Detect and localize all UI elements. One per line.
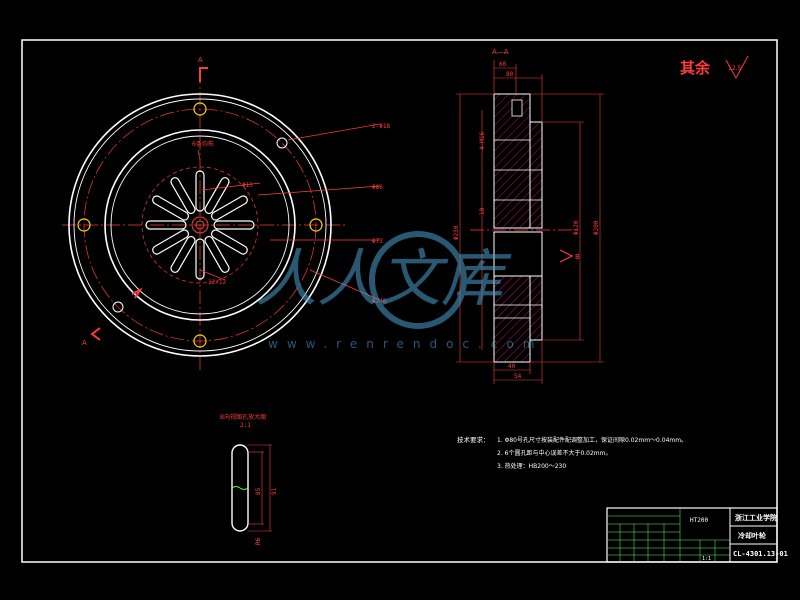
dim-top2: 80 <box>506 71 514 78</box>
callout-center-slots: 6条均布 <box>192 140 214 148</box>
center-pilot <box>195 220 205 230</box>
section-arrow-top <box>199 67 208 82</box>
hub-inner-circle <box>110 135 290 315</box>
inner-hidden-circle <box>141 166 259 284</box>
radial-slot <box>170 177 196 215</box>
finish-note-label: 其余 <box>680 59 711 77</box>
title-block: HT200 浙江工业学院 冷却叶轮 CL-4301.13-01 1:1 <box>606 507 788 563</box>
break-line <box>231 486 249 490</box>
bolt-holes <box>77 102 323 348</box>
dim-outer: Φ200 <box>593 220 600 235</box>
surface-finish-symbol: 12.5 <box>725 55 749 80</box>
title-block-grid <box>607 508 730 562</box>
side-view: A—A <box>453 48 604 384</box>
detail-view: B向视图孔放大图 2:1 85 91 R6 <box>220 413 278 545</box>
callout-dia15: Φ15 <box>242 182 253 189</box>
finish-symbol-value: 12.5 <box>728 65 742 72</box>
title-block-main-lines <box>729 508 777 562</box>
dim-v2: 10 <box>479 207 486 215</box>
dowel-hole <box>276 137 288 149</box>
radial-slot <box>152 229 190 255</box>
dim-v1: 4-M16 <box>479 132 486 150</box>
drawing-number-cell: CL-4301.13-01 <box>733 550 788 558</box>
callout-dia73: Φ73 <box>372 238 383 245</box>
detail-dim2: 91 <box>271 487 278 495</box>
radial-slot <box>152 195 190 221</box>
bolt-hole <box>77 218 91 232</box>
detail-title: B向视图孔放大图 <box>220 413 266 421</box>
section-label-left: A <box>82 339 87 347</box>
section-label-top: A <box>198 56 203 64</box>
callout-slot-size: 12×12 <box>208 279 226 286</box>
side-view-edges <box>494 139 542 319</box>
section-arrow-left <box>90 327 101 341</box>
detail-scale: 2:1 <box>240 422 251 429</box>
material-cell: HT200 <box>690 517 708 524</box>
dim-bore: Φ120 <box>573 220 580 235</box>
bolt-circle <box>83 108 317 342</box>
bolt-hole <box>193 334 207 348</box>
radial-slot <box>195 238 205 280</box>
watermark: 人人文库 www.renrendoc.com <box>255 231 543 351</box>
center-bore <box>191 216 209 234</box>
detail-dimension-lines <box>248 444 272 532</box>
notes-heading: 技术要求： <box>457 435 490 444</box>
leader-lines <box>197 123 381 301</box>
radial-slot <box>145 220 187 230</box>
watermark-ring <box>369 231 467 329</box>
section-title: A—A <box>492 48 509 56</box>
radial-slot <box>170 235 196 273</box>
note-line: 2. 6个圆孔距与中心误差不大于0.02mm。 <box>497 449 612 457</box>
hub-section-upper <box>529 121 543 229</box>
technical-notes: 技术要求： 1. Φ80号孔尺寸按装配件配调整加工，保证间隙0.02mm～0.0… <box>457 435 687 470</box>
watermark-url: www.renrendoc.com <box>268 337 543 351</box>
detail-dim1: 85 <box>255 487 262 495</box>
front-view: A A 2-Φ18 6条均布 Φ15 Φ86 Φ73 Φ248 12×12 <box>62 56 390 370</box>
dim-top1: 60 <box>499 61 507 68</box>
side-dimension-lines <box>456 60 604 384</box>
note-line: 1. Φ80号孔尺寸按装配件配调整加工，保证间隙0.02mm～0.04mm。 <box>497 436 687 444</box>
dim-bottom1: 40 <box>508 363 516 370</box>
radial-slot <box>210 195 248 221</box>
drawing-border <box>21 39 778 563</box>
part-name-cell: 冷却叶轮 <box>738 531 766 540</box>
hub-outer-circle <box>104 129 296 321</box>
callout-dia86: Φ86 <box>372 184 383 191</box>
rim-inner-edge <box>73 98 327 352</box>
radial-slots <box>145 170 255 280</box>
note-line: 3. 热处理：HB200～230 <box>497 462 566 470</box>
bore-cutaway <box>493 231 543 277</box>
dim-bottom2: 54 <box>514 373 522 380</box>
section-arrow-mid <box>131 287 143 299</box>
scale-cell: 1:1 <box>702 556 711 562</box>
tapped-hole <box>511 99 523 117</box>
title-block-frame <box>606 507 778 563</box>
radial-slot <box>204 235 230 273</box>
view-arrow-b <box>559 249 574 263</box>
company-cell: 浙江工业学院 <box>735 513 777 522</box>
radial-slot <box>195 170 205 212</box>
callout-bolt-holes: 2-Φ18 <box>372 123 390 130</box>
bolt-hole <box>193 102 207 116</box>
dowel-hole <box>112 301 124 313</box>
dim-left-dia: Φ230 <box>453 225 460 240</box>
watermark-logo-text: 人人文库 <box>255 242 512 315</box>
radial-slot <box>204 177 230 215</box>
bolt-hole <box>309 218 323 232</box>
detail-dim3: R6 <box>255 537 262 545</box>
view-label-b: B <box>575 253 580 261</box>
outer-rim <box>68 93 332 357</box>
radial-slot <box>213 220 255 230</box>
radial-slot <box>210 229 248 255</box>
